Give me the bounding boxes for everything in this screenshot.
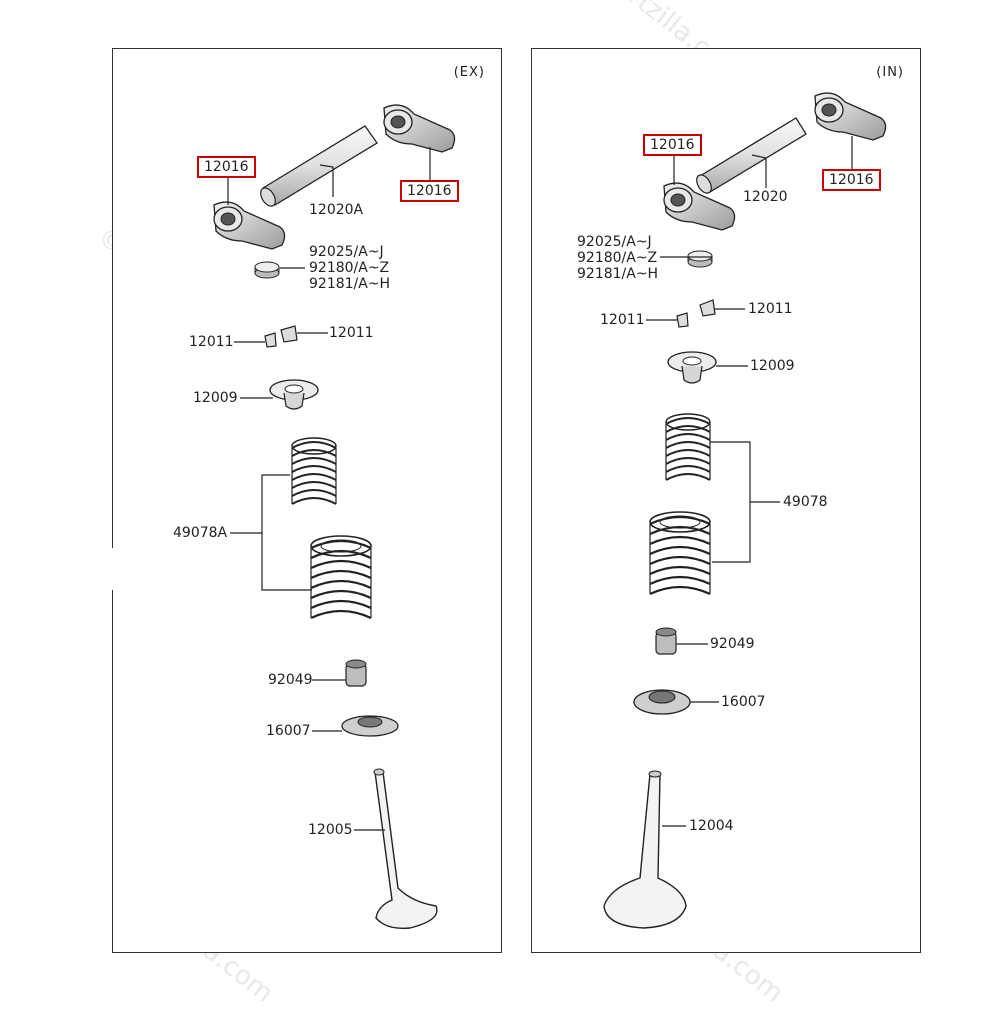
in-label-rocker-arm-left[interactable]: 12016 [643, 134, 702, 156]
exhaust-tag: (EX) [453, 65, 485, 80]
in-keeper-right [699, 299, 716, 317]
ex-label-exhaust-valve[interactable]: 12005 [308, 822, 353, 838]
ex-label-rocker-arm-right[interactable]: 12016 [400, 180, 459, 202]
ex-rocker-arm-left [213, 201, 286, 250]
in-outer-spring [648, 510, 712, 596]
border-gap [108, 548, 118, 590]
ex-label-spring-retainer[interactable]: 12009 [193, 390, 238, 406]
in-label-rocker-arm-right[interactable]: 12016 [822, 169, 881, 191]
in-label-shim-1[interactable]: 92025/A~J [577, 234, 652, 250]
in-keeper-left [676, 312, 689, 328]
ex-label-valve-stem-seal[interactable]: 92049 [268, 672, 313, 688]
ex-keeper-right [280, 325, 298, 343]
ex-rocker-arm-right [383, 104, 456, 153]
ex-label-keeper-right[interactable]: 12011 [329, 325, 374, 341]
in-rocker-shaft [696, 117, 807, 194]
ex-label-shim-1[interactable]: 92025/A~J [309, 244, 384, 260]
in-label-valve-spring[interactable]: 49078 [783, 494, 828, 510]
ex-exhaust-valve [373, 768, 438, 929]
in-spring-seat [633, 689, 691, 715]
intake-tag: (IN) [876, 65, 904, 80]
in-label-intake-valve[interactable]: 12004 [689, 818, 734, 834]
ex-label-shim-3[interactable]: 92181/A~H [309, 276, 391, 292]
in-valve-stem-seal [655, 627, 677, 655]
in-label-rocker-shaft[interactable]: 12020 [743, 189, 788, 205]
ex-keeper-left [264, 332, 277, 348]
ex-label-shim-2[interactable]: 92180/A~Z [309, 260, 390, 276]
in-label-spring-seat[interactable]: 16007 [721, 694, 766, 710]
ex-label-spring-seat[interactable]: 16007 [266, 723, 311, 739]
in-rocker-arm-right [814, 92, 887, 141]
in-intake-valve [603, 770, 687, 929]
ex-inner-spring [291, 437, 337, 505]
ex-outer-spring [309, 534, 373, 620]
in-spring-retainer [667, 351, 717, 384]
in-label-shim-3[interactable]: 92181/A~H [577, 266, 659, 282]
ex-spring-retainer [269, 379, 319, 410]
ex-spring-seat [341, 715, 399, 737]
in-label-valve-stem-seal[interactable]: 92049 [710, 636, 755, 652]
in-shim [687, 250, 713, 268]
ex-valve-stem-seal [345, 659, 367, 687]
ex-label-rocker-arm-left[interactable]: 12016 [197, 156, 256, 178]
in-label-keeper-left[interactable]: 12011 [600, 312, 645, 328]
ex-rocker-shaft [260, 125, 378, 207]
ex-shim [254, 261, 280, 279]
in-label-shim-2[interactable]: 92180/A~Z [577, 250, 658, 266]
ex-label-keeper-left[interactable]: 12011 [189, 334, 234, 350]
ex-label-valve-spring[interactable]: 49078A [173, 525, 228, 541]
ex-label-rocker-shaft[interactable]: 12020A [309, 202, 364, 218]
in-label-spring-retainer[interactable]: 12009 [750, 358, 795, 374]
intake-panel: (IN) [531, 48, 921, 953]
in-inner-spring [665, 413, 711, 481]
in-rocker-arm-left [663, 182, 736, 231]
in-label-keeper-right[interactable]: 12011 [748, 301, 793, 317]
